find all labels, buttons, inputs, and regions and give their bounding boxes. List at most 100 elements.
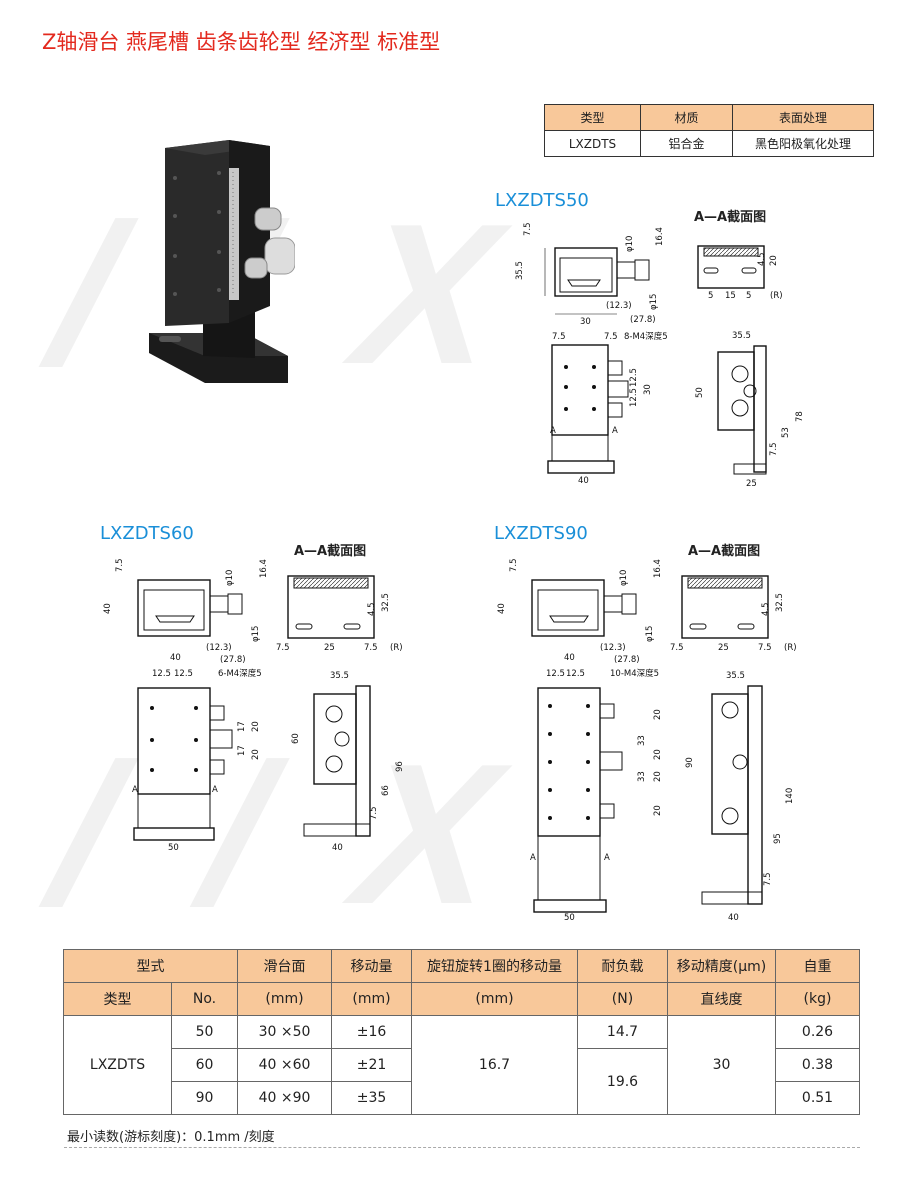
dim-text: φ10 [619,570,629,586]
drawing-90-section: 4.5 32.5 7.5 25 7.5 (R) [670,575,797,653]
section-label-50: A—A截面图 [694,210,767,225]
dim-text: 12.5 [152,669,171,679]
dim-text: 30 [580,317,591,327]
spec-cell-travel: ±35 [331,1081,412,1115]
dim-text: φ10 [625,236,635,252]
dim-text: 60 [291,733,301,744]
mat-header-material: 材质 [640,104,733,131]
spec-unit-weight: (kg) [775,982,860,1016]
spec-header-no: No. [171,982,238,1016]
dim-text: 20 [251,749,261,760]
spec-cell-no: 60 [171,1048,238,1082]
dim-text: 50 [168,843,179,853]
dim-text: A [530,853,536,863]
spec-unit-travel: (mm) [331,982,412,1016]
drawing-50-right: 35.5 50 78 53 7.5 25 [695,331,805,488]
dim-text: (R) [390,643,403,653]
dim-text: 40 [170,653,181,663]
drawing-60-right: 35.5 60 96 66 7.5 40 [291,671,405,853]
dim-text: 16.4 [655,227,665,246]
mat-cell-surface: 黑色阳极氧化处理 [732,130,874,157]
spec-cell-acc: 30 [667,1015,776,1115]
spec-cell-travel: ±16 [331,1015,412,1049]
dim-text: 15 [725,291,736,301]
dim-text: φ15 [645,626,655,642]
spec-unit-load: (N) [577,982,668,1016]
spec-cell-type: LXZDTS [63,1015,172,1115]
spec-unit-slide: (mm) [237,982,332,1016]
spec-header-slide: 滑台面 [237,949,332,983]
spec-cell-weight: 0.26 [775,1015,860,1049]
spec-cell-weight: 0.38 [775,1048,860,1082]
dim-text: φ15 [649,294,659,310]
dim-text: 7.5 [670,643,684,653]
product-photo [149,140,295,383]
dim-text: A [132,785,138,795]
dim-text: 7.5 [364,643,378,653]
dim-text: 7.5 [276,643,290,653]
drawing-60-side: 12.5 12.5 6-M4深度5 17 20 17 20 A A 50 [132,668,262,853]
table-row: 60 40 ×60 ±21 19.6 0.38 [64,1048,860,1115]
dim-text: 30 [643,384,653,395]
spec-header-type: 类型 [63,982,172,1016]
spec-cell-load: 19.6 [577,1048,668,1115]
dim-text: 20 [769,255,779,266]
dim-text: 7.5 [769,442,779,456]
dim-text: (27.8) [630,315,656,325]
drawing-90-side: 12.5 12.5 10-M4深度5 20 33 33 20 20 20 A A… [530,668,663,923]
spec-cell-no: 90 [171,1081,238,1115]
dim-text: 40 [728,913,739,923]
spec-header-rot: 旋钮旋转1圈的移动量 [411,949,578,983]
mat-cell-type: LXZDTS [544,130,641,157]
dim-text: 33 [637,771,647,782]
dim-text: A [212,785,218,795]
dim-text: 78 [795,411,805,422]
dim-text: 20 [653,749,663,760]
dim-text: 7.5 [509,558,519,572]
drawing-90-right: 35.5 90 140 95 7.5 40 [685,671,795,923]
dim-text: 7.5 [523,222,533,236]
dim-text: (12.3) [206,643,232,653]
dim-text: 12.5 [629,368,639,387]
spec-header-weight: 自重 [775,949,860,983]
dim-text: 50 [564,913,575,923]
dim-text: 35.5 [330,671,349,681]
dim-text: 32.5 [381,593,391,612]
dim-text: 25 [324,643,335,653]
dim-text: 12.5 [629,388,639,407]
dim-text: 40 [103,603,113,614]
dim-text: 33 [637,735,647,746]
dim-text: 40 [497,603,507,614]
section-label-90: A—A截面图 [688,544,761,559]
table-row: LXZDTS 50 30 ×50 ±16 16.7 14.7 30 0.26 [63,1015,860,1115]
dim-text: 16.4 [653,559,663,578]
drawing-50-side: 7.5 7.5 8-M4深度5 12.5 12.5 30 A A 40 [547,331,668,486]
drawing-90-front: 7.5 40 φ10 16.4 φ15 (12.3) 40 (27.8) [497,558,663,665]
dim-text: 5 [746,291,751,301]
dim-text: A [604,853,610,863]
dim-text: 12.5 [566,669,585,679]
dim-text: 7.5 [604,332,618,342]
page-title: Z轴滑台 燕尾槽 齿条齿轮型 经济型 标准型 [42,30,441,54]
spec-cell-load: 14.7 [577,1015,668,1049]
dim-text: (27.8) [220,655,246,665]
dim-text: 25 [718,643,729,653]
spec-cell-travel: ±21 [331,1048,412,1082]
model-label-90: LXZDTS90 [494,523,588,544]
dim-text: 4.5 [367,602,377,616]
dim-text: 7.5 [763,872,773,886]
dim-text: φ10 [225,570,235,586]
drawing-50-front: 7.5 35.5 φ10 16.4 φ15 (12.3) 30 (27.8) [515,222,665,327]
dim-text: 35.5 [726,671,745,681]
spec-cell-slide: 30 ×50 [237,1015,332,1049]
dim-text: 25 [746,479,757,488]
spec-header-model: 型式 [63,949,238,983]
dim-text: 6-M4深度5 [218,668,262,679]
dim-text: 7.5 [115,558,125,572]
dim-text: 7.5 [758,643,772,653]
dim-text: 140 [785,788,795,804]
dim-text: 17 [237,745,247,756]
dim-text: 17 [237,721,247,732]
dim-text: 96 [395,761,405,772]
spec-header-acc: 移动精度(μm) [667,949,776,983]
